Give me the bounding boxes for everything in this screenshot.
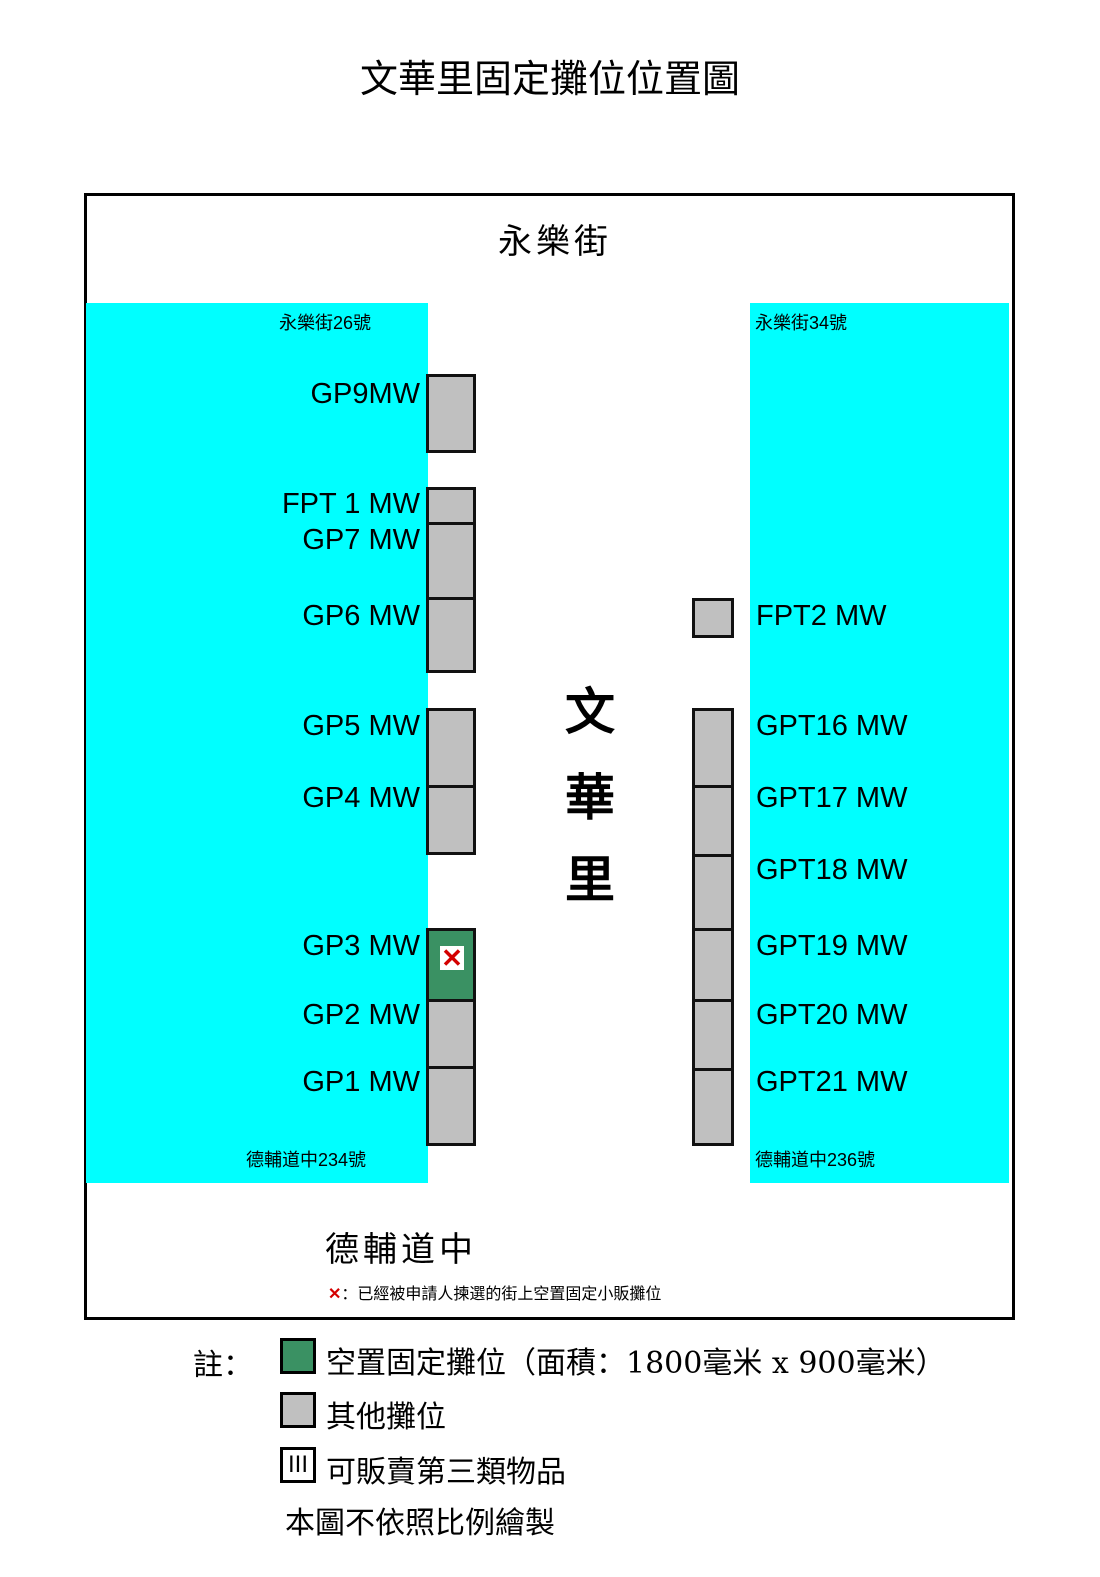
stall-gp5[interactable]: [426, 708, 476, 790]
legend-symbol-class3: III: [280, 1447, 316, 1483]
stall-label: GP4 MW: [302, 782, 420, 814]
stall-gpt16[interactable]: [692, 708, 734, 790]
pavement-right: [750, 303, 1009, 1183]
stall-label: GP5 MW: [302, 710, 420, 742]
pavement-left: [86, 303, 428, 1183]
stall-label: GP1 MW: [302, 1066, 420, 1098]
stall-label: GP2 MW: [302, 999, 420, 1031]
legend-text: 空置固定攤位（面積：1800毫米 x 900毫米）: [326, 1346, 946, 1381]
street-bottom: 德輔道中: [325, 1230, 477, 1270]
selected-x-icon: ✕: [328, 1286, 342, 1303]
stall-fpt1[interactable]: [426, 487, 476, 527]
stall-label: GP9MW: [310, 378, 420, 410]
stall-label: GPT16 MW: [756, 710, 908, 742]
selected-note-text: ：已經被申請人揀選的街上空置固定小販攤位: [341, 1286, 662, 1303]
stall-gpt21[interactable]: [692, 1068, 734, 1146]
legend-swatch-vacant: [280, 1338, 316, 1374]
stall-gpt19[interactable]: [692, 928, 734, 1004]
stall-gp2[interactable]: [426, 999, 476, 1071]
stall-label: GPT18 MW: [756, 854, 908, 886]
selected-x-icon: ✕: [440, 943, 464, 973]
map-frame: [84, 193, 1015, 1320]
stall-label: GP3 MW: [302, 930, 420, 962]
legend-heading: 註：: [193, 1348, 253, 1383]
scale-footnote: 本圖不依照比例繪製: [285, 1506, 555, 1541]
selected-note: ✕：已經被申請人揀選的街上空置固定小販攤位: [328, 1280, 661, 1304]
stall-gpt17[interactable]: [692, 785, 734, 857]
stall-label: GP6 MW: [302, 600, 420, 632]
legend-text: 可販賣第三類物品: [326, 1455, 566, 1490]
map-title: 文華里固定攤位位置圖: [359, 57, 740, 101]
legend-swatch-other: [280, 1392, 316, 1428]
stall-label: FPT 1 MW: [281, 488, 420, 520]
stall-label: GPT21 MW: [756, 1066, 908, 1098]
legend-text: 其他攤位: [326, 1400, 446, 1435]
stall-label: GPT17 MW: [756, 782, 908, 814]
lane-name-char: 華: [565, 768, 615, 827]
street-top: 永樂街: [498, 222, 612, 262]
address-top-right: 永樂街34號: [755, 313, 848, 333]
stall-label: FPT2 MW: [756, 600, 887, 632]
address-bottom-right: 德輔道中236號: [755, 1150, 876, 1170]
lane-name-char: 里: [565, 850, 615, 909]
stall-gpt18[interactable]: [692, 854, 734, 932]
stall-gpt20[interactable]: [692, 999, 734, 1073]
address-bottom-left: 德輔道中234號: [246, 1150, 367, 1170]
stall-label: GPT19 MW: [756, 930, 908, 962]
stall-gp7[interactable]: [426, 522, 476, 602]
stall-label: GP7 MW: [302, 524, 420, 556]
stall-fpt2[interactable]: [692, 598, 734, 638]
address-top-left: 永樂街26號: [279, 313, 372, 333]
stall-label: GPT20 MW: [756, 999, 908, 1031]
stall-gp9[interactable]: [426, 374, 476, 453]
lane-name-char: 文: [565, 682, 615, 741]
stall-gp4[interactable]: [426, 785, 476, 855]
stall-gp1[interactable]: [426, 1066, 476, 1146]
stall-gp6[interactable]: [426, 597, 476, 673]
